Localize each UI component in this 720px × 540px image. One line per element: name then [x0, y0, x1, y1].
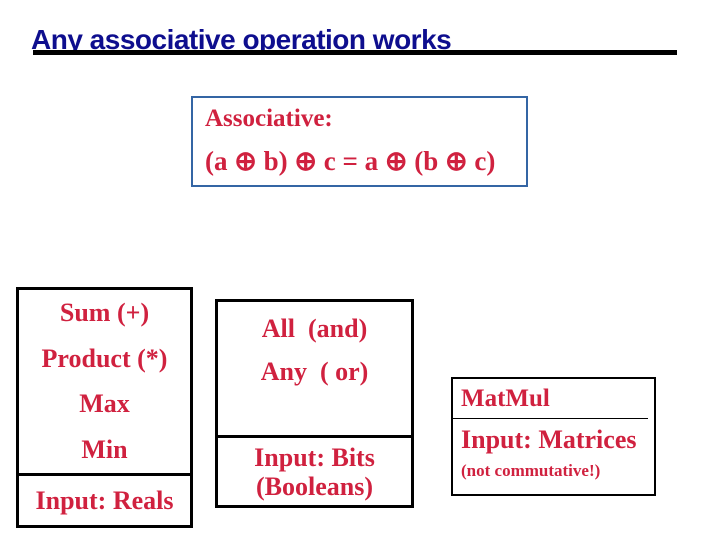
associative-heading: Associative:: [205, 105, 333, 132]
associative-formula: (a ⊕ b) ⊕ c = a ⊕ (b ⊕ c): [205, 146, 496, 176]
page-title: Any associative operation works: [31, 24, 452, 55]
operations-box-matmul: MatMul Input: Matrices (not commutative!…: [451, 377, 656, 496]
operations-list: All (and) Any ( or): [218, 302, 411, 435]
input-label: Input: Reals: [35, 485, 174, 515]
input-label: (Booleans): [256, 471, 373, 501]
operation-item: Any ( or): [260, 357, 369, 386]
operation-item: All (and): [261, 314, 368, 343]
operation-item: Max: [79, 389, 130, 419]
input-section: Input: Bits (Booleans): [218, 435, 411, 505]
associative-box: Associative: (a ⊕ b) ⊕ c = a ⊕ (b ⊕ c): [191, 96, 528, 187]
operation-item: Sum (+): [59, 297, 150, 327]
operations-box-reals: Sum (+) Product (*) Max Min Input: Reals: [16, 287, 193, 528]
note-label: (not commutative!): [461, 461, 601, 480]
operation-item: Min: [81, 435, 128, 465]
operations-list: Sum (+) Product (*) Max Min: [19, 290, 190, 473]
input-section: Input: Reals: [19, 473, 190, 525]
operations-box-bits: All (and) Any ( or) Input: Bits (Boolean…: [215, 299, 414, 508]
box-divider: [453, 418, 648, 419]
input-label: Input: Matrices: [461, 425, 637, 454]
operation-item: Product (*): [41, 343, 168, 373]
input-label: Input: Bits: [254, 442, 375, 472]
title-underline: [33, 50, 677, 55]
operation-item: MatMul: [461, 384, 550, 412]
